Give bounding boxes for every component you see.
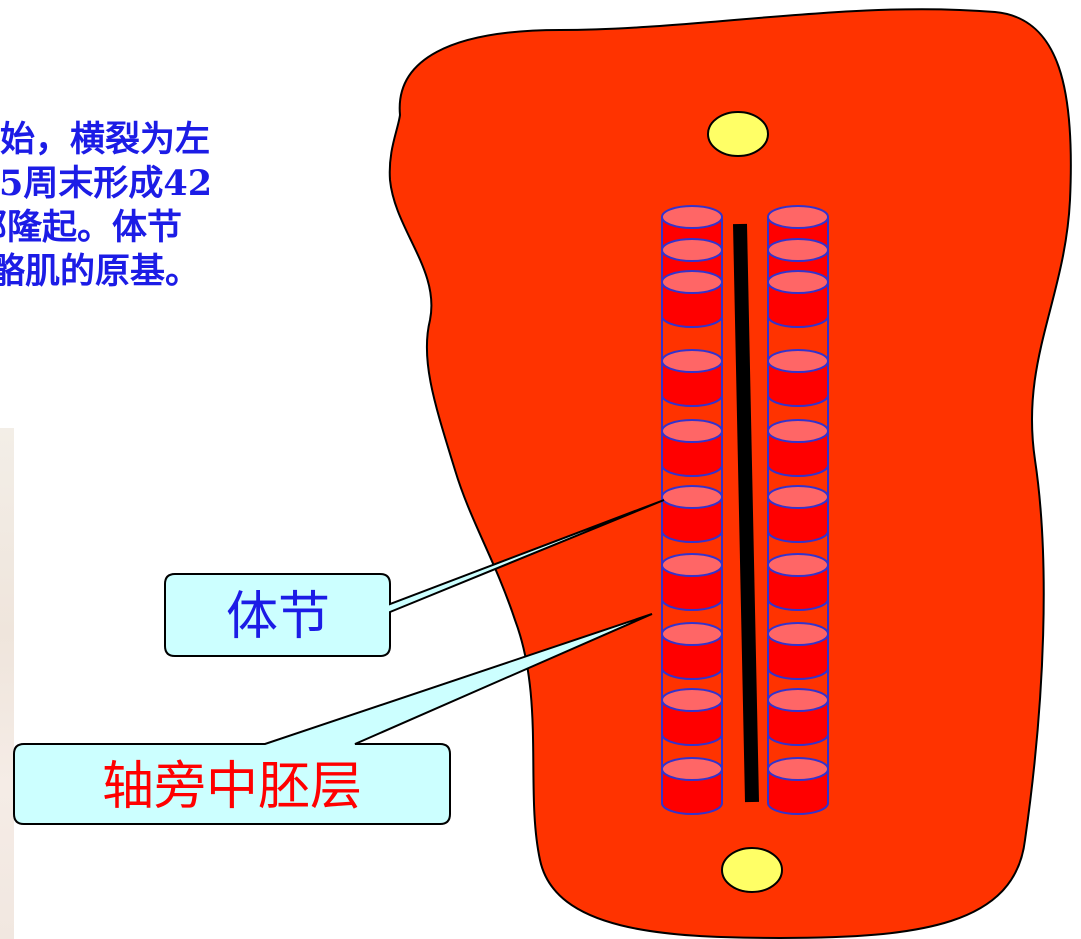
somite-column-right: [767, 205, 829, 815]
photo-edge: [0, 428, 14, 939]
paraxial-mesoderm-label: 轴旁中胚层: [102, 757, 362, 817]
somite-top: [767, 688, 829, 712]
somite-callout: [164, 499, 665, 657]
bottom-oval: [721, 847, 783, 893]
somite-body: [767, 768, 829, 815]
somite-top: [661, 688, 723, 712]
somite-top: [661, 205, 723, 229]
top-oval: [707, 111, 769, 157]
somite-top: [767, 622, 829, 646]
somite-top: [767, 553, 829, 577]
paragraph-line-2: 第5周末形成42: [0, 163, 213, 204]
somite-top: [661, 553, 723, 577]
somite-top: [661, 349, 723, 373]
somite-column-left: [661, 205, 723, 815]
somite-top: [661, 238, 723, 262]
somite-top: [767, 205, 829, 229]
somite-top: [661, 485, 723, 509]
paraxial-mesoderm-callout: [13, 613, 653, 825]
somite-top: [661, 622, 723, 646]
paragraph-line-1: 始，横裂为左: [0, 119, 211, 160]
somite-top: [767, 270, 829, 294]
embryo-body: [388, 8, 1072, 939]
paragraph-line-4: 骼肌的原基。: [0, 251, 201, 292]
paragraph-line-3: 部隆起。体节: [0, 207, 183, 248]
somite-top: [767, 349, 829, 373]
somite-top: [767, 419, 829, 443]
paragraph-text: 始，横裂为左 第5周末形成42 部隆起。体节 骼肌的原基。: [0, 118, 380, 294]
somite-top: [767, 238, 829, 262]
somite-top: [767, 757, 829, 781]
somite-body: [661, 768, 723, 815]
somite-label: 体节: [226, 587, 330, 647]
somite-top: [661, 270, 723, 294]
somite-top: [661, 757, 723, 781]
notochord: [733, 223, 759, 803]
somite-top: [767, 485, 829, 509]
somite-top: [661, 419, 723, 443]
